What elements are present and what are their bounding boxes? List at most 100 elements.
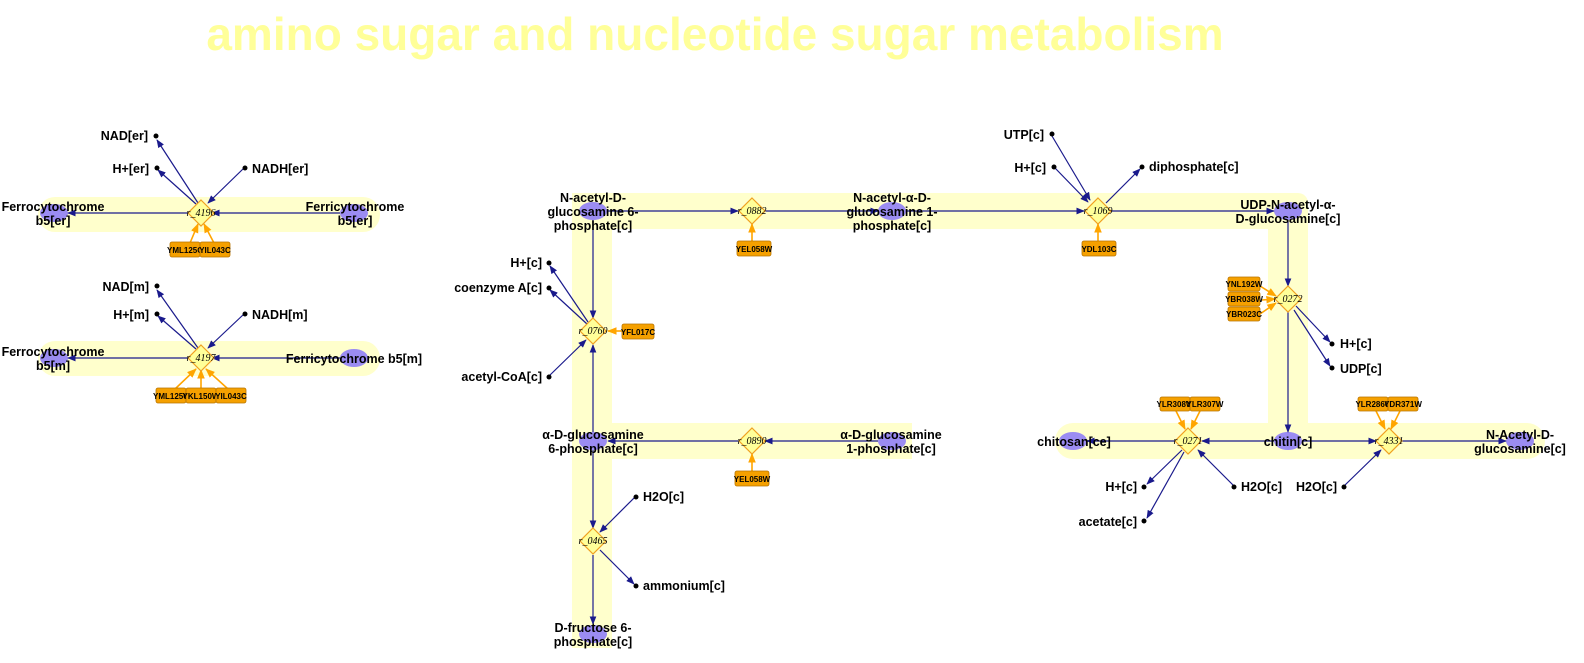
gene-box[interactable]: YEL058W	[736, 240, 773, 257]
label-h-c-1069: H+[c]	[1014, 161, 1046, 175]
node-n-acetyl-glucosamine[interactable]	[1506, 432, 1534, 450]
label-n-acetyl-glucosamine-2: glucosamine[c]	[1474, 442, 1566, 456]
metabolite-labels: NAD[er] H+[er] NADH[er] Ferrocytochrome …	[2, 128, 1566, 649]
label-h-er: H+[er]	[113, 162, 149, 176]
label-ferrocytochrome-er: Ferrocytochrome	[2, 200, 105, 214]
node-glucosamine1p[interactable]	[878, 432, 906, 450]
gene-box[interactable]: YFL017C	[621, 323, 655, 340]
label-h-c-0760: H+[c]	[510, 256, 542, 270]
label-ferricytochrome-er-2: b5[er]	[338, 214, 373, 228]
gene-box[interactable]: YIL043C	[199, 241, 231, 258]
label-nad-m: NAD[m]	[102, 280, 149, 294]
node-ferrocytochrome-er[interactable]	[40, 204, 68, 222]
label-h2o-0271: H2O[c]	[1241, 480, 1282, 494]
label-glucosamine6p-2: 6-phosphate[c]	[548, 442, 638, 456]
label-glcnac1p-3: phosphate[c]	[853, 219, 931, 233]
gene-box[interactable]: YML125C	[153, 387, 189, 404]
gene-label: YIL043C	[199, 246, 231, 255]
gene-box[interactable]: YLR307W	[1187, 396, 1224, 412]
gene-box[interactable]: YDL103C	[1081, 240, 1117, 257]
label-nadh-m: NADH[m]	[252, 308, 308, 322]
label-coenzyme-a: coenzyme A[c]	[454, 281, 542, 295]
gene-box[interactable]: YNL192W	[1226, 276, 1263, 292]
reaction-edges	[67, 135, 1507, 625]
label-glcnac1p: N-acetyl-α-D-	[853, 191, 931, 205]
node-fructose6p[interactable]	[579, 625, 607, 643]
gene-label: YLR286C	[1355, 400, 1390, 409]
label-ferrocytochrome-m: Ferrocytochrome	[2, 345, 105, 359]
label-fructose6p-2: phosphate[c]	[554, 635, 632, 649]
node-chitin[interactable]	[1274, 432, 1302, 450]
label-ferrocytochrome-m-2: b5[m]	[36, 359, 70, 373]
gene-label: YBR038W	[1225, 295, 1263, 304]
reaction-label: r_0882	[738, 206, 767, 217]
reaction-r-0465[interactable]: r_0465	[579, 527, 608, 555]
label-chitosan: chitosan[ce]	[1037, 435, 1111, 449]
label-nad-er: NAD[er]	[101, 129, 148, 143]
node-chitosan[interactable]	[1059, 432, 1087, 450]
label-h2o-4331: H2O[c]	[1296, 480, 1337, 494]
gene-box[interactable]: YDR371W	[1384, 396, 1422, 412]
label-udp-glcnac-2: D-glucosamine[c]	[1236, 212, 1341, 226]
label-ferricytochrome-m: Ferricytochrome b5[m]	[286, 352, 422, 366]
reaction-label: r_4196	[187, 208, 216, 219]
gene-box[interactable]: YBR023C	[1226, 306, 1262, 322]
reaction-r-4331[interactable]: r_4331	[1375, 427, 1404, 455]
reaction-r-0882[interactable]: r_0882	[738, 197, 767, 225]
label-chitin: chitin[c]	[1264, 435, 1313, 449]
reaction-label: r_1069	[1084, 206, 1113, 217]
reaction-r-4197[interactable]: r_4197	[187, 344, 217, 372]
reaction-label: r_4331	[1375, 436, 1404, 447]
node-ferricytochrome-er[interactable]	[340, 204, 368, 222]
gene-label: YBR023C	[1226, 310, 1262, 319]
label-h-c-0271: H+[c]	[1105, 480, 1137, 494]
gene-box[interactable]: YML125C	[167, 241, 203, 258]
label-glcnac6p-2: glucosamine 6-	[548, 205, 639, 219]
node-ferrocytochrome-m[interactable]	[40, 349, 68, 367]
gene-label: YEL058W	[736, 245, 773, 254]
label-glucosamine1p: α-D-glucosamine	[840, 428, 941, 442]
label-h2o-0465: H2O[c]	[643, 490, 684, 504]
label-acetate: acetate[c]	[1079, 515, 1137, 529]
gene-box[interactable]: YIL043C	[215, 387, 247, 404]
reaction-nodes: r_4196 r_4197 r_0882 r_1069 r_0760 r_027…	[187, 197, 1404, 555]
label-utp: UTP[c]	[1004, 128, 1044, 142]
label-ammonium: ammonium[c]	[643, 579, 725, 593]
node-glucosamine6p[interactable]	[579, 432, 607, 450]
reaction-r-4196[interactable]: r_4196	[187, 199, 216, 227]
reaction-r-0760[interactable]: r_0760	[579, 317, 608, 345]
label-glcnac6p: N-acetyl-D-	[560, 191, 626, 205]
gene-label: YIL043C	[215, 392, 247, 401]
node-udp-glcnac[interactable]	[1274, 202, 1302, 220]
label-fructose6p: D-fructose 6-	[554, 621, 631, 635]
gene-label: YNL192W	[1226, 280, 1263, 289]
label-diphosphate: diphosphate[c]	[1149, 160, 1239, 174]
node-ferricytochrome-m[interactable]	[340, 349, 368, 367]
label-glcnac1p-2: glucosamine 1-	[847, 205, 938, 219]
label-n-acetyl-glucosamine: N-Acetyl-D-	[1486, 428, 1554, 442]
gene-label: YML125C	[153, 392, 189, 401]
reaction-r-1069[interactable]: r_1069	[1084, 197, 1113, 225]
gene-label: YML125C	[167, 246, 203, 255]
node-glcnac6p[interactable]	[579, 202, 607, 220]
reaction-label: r_0271	[1174, 436, 1203, 447]
label-ferricytochrome-er: Ferricytochrome	[306, 200, 405, 214]
gene-box[interactable]: YBR038W	[1225, 291, 1263, 307]
gene-label: YLR308W	[1157, 400, 1194, 409]
pathway-bands	[38, 193, 1545, 648]
reaction-r-0890[interactable]: r_0890	[738, 427, 767, 455]
node-glcnac1p[interactable]	[878, 202, 906, 220]
reaction-label: r_0465	[579, 536, 608, 547]
gene-box[interactable]: YEL058W	[734, 470, 771, 487]
label-h-m: H+[m]	[113, 308, 149, 322]
reaction-r-0271[interactable]: r_0271	[1174, 427, 1203, 455]
reaction-r-0272[interactable]: r_0272	[1274, 285, 1303, 313]
label-nadh-er: NADH[er]	[252, 162, 308, 176]
diagram-title: amino sugar and nucleotide sugar metabol…	[206, 8, 1223, 60]
gene-box[interactable]: YLR308W	[1157, 396, 1194, 412]
label-udp: UDP[c]	[1340, 362, 1382, 376]
label-acetyl-coa: acetyl-CoA[c]	[461, 370, 542, 384]
reaction-label: r_4197	[187, 353, 217, 364]
cofactor-dots	[153, 131, 1347, 589]
gene-boxes: YML125C YIL043C YML125C YKL150W YIL043C …	[153, 240, 1422, 487]
